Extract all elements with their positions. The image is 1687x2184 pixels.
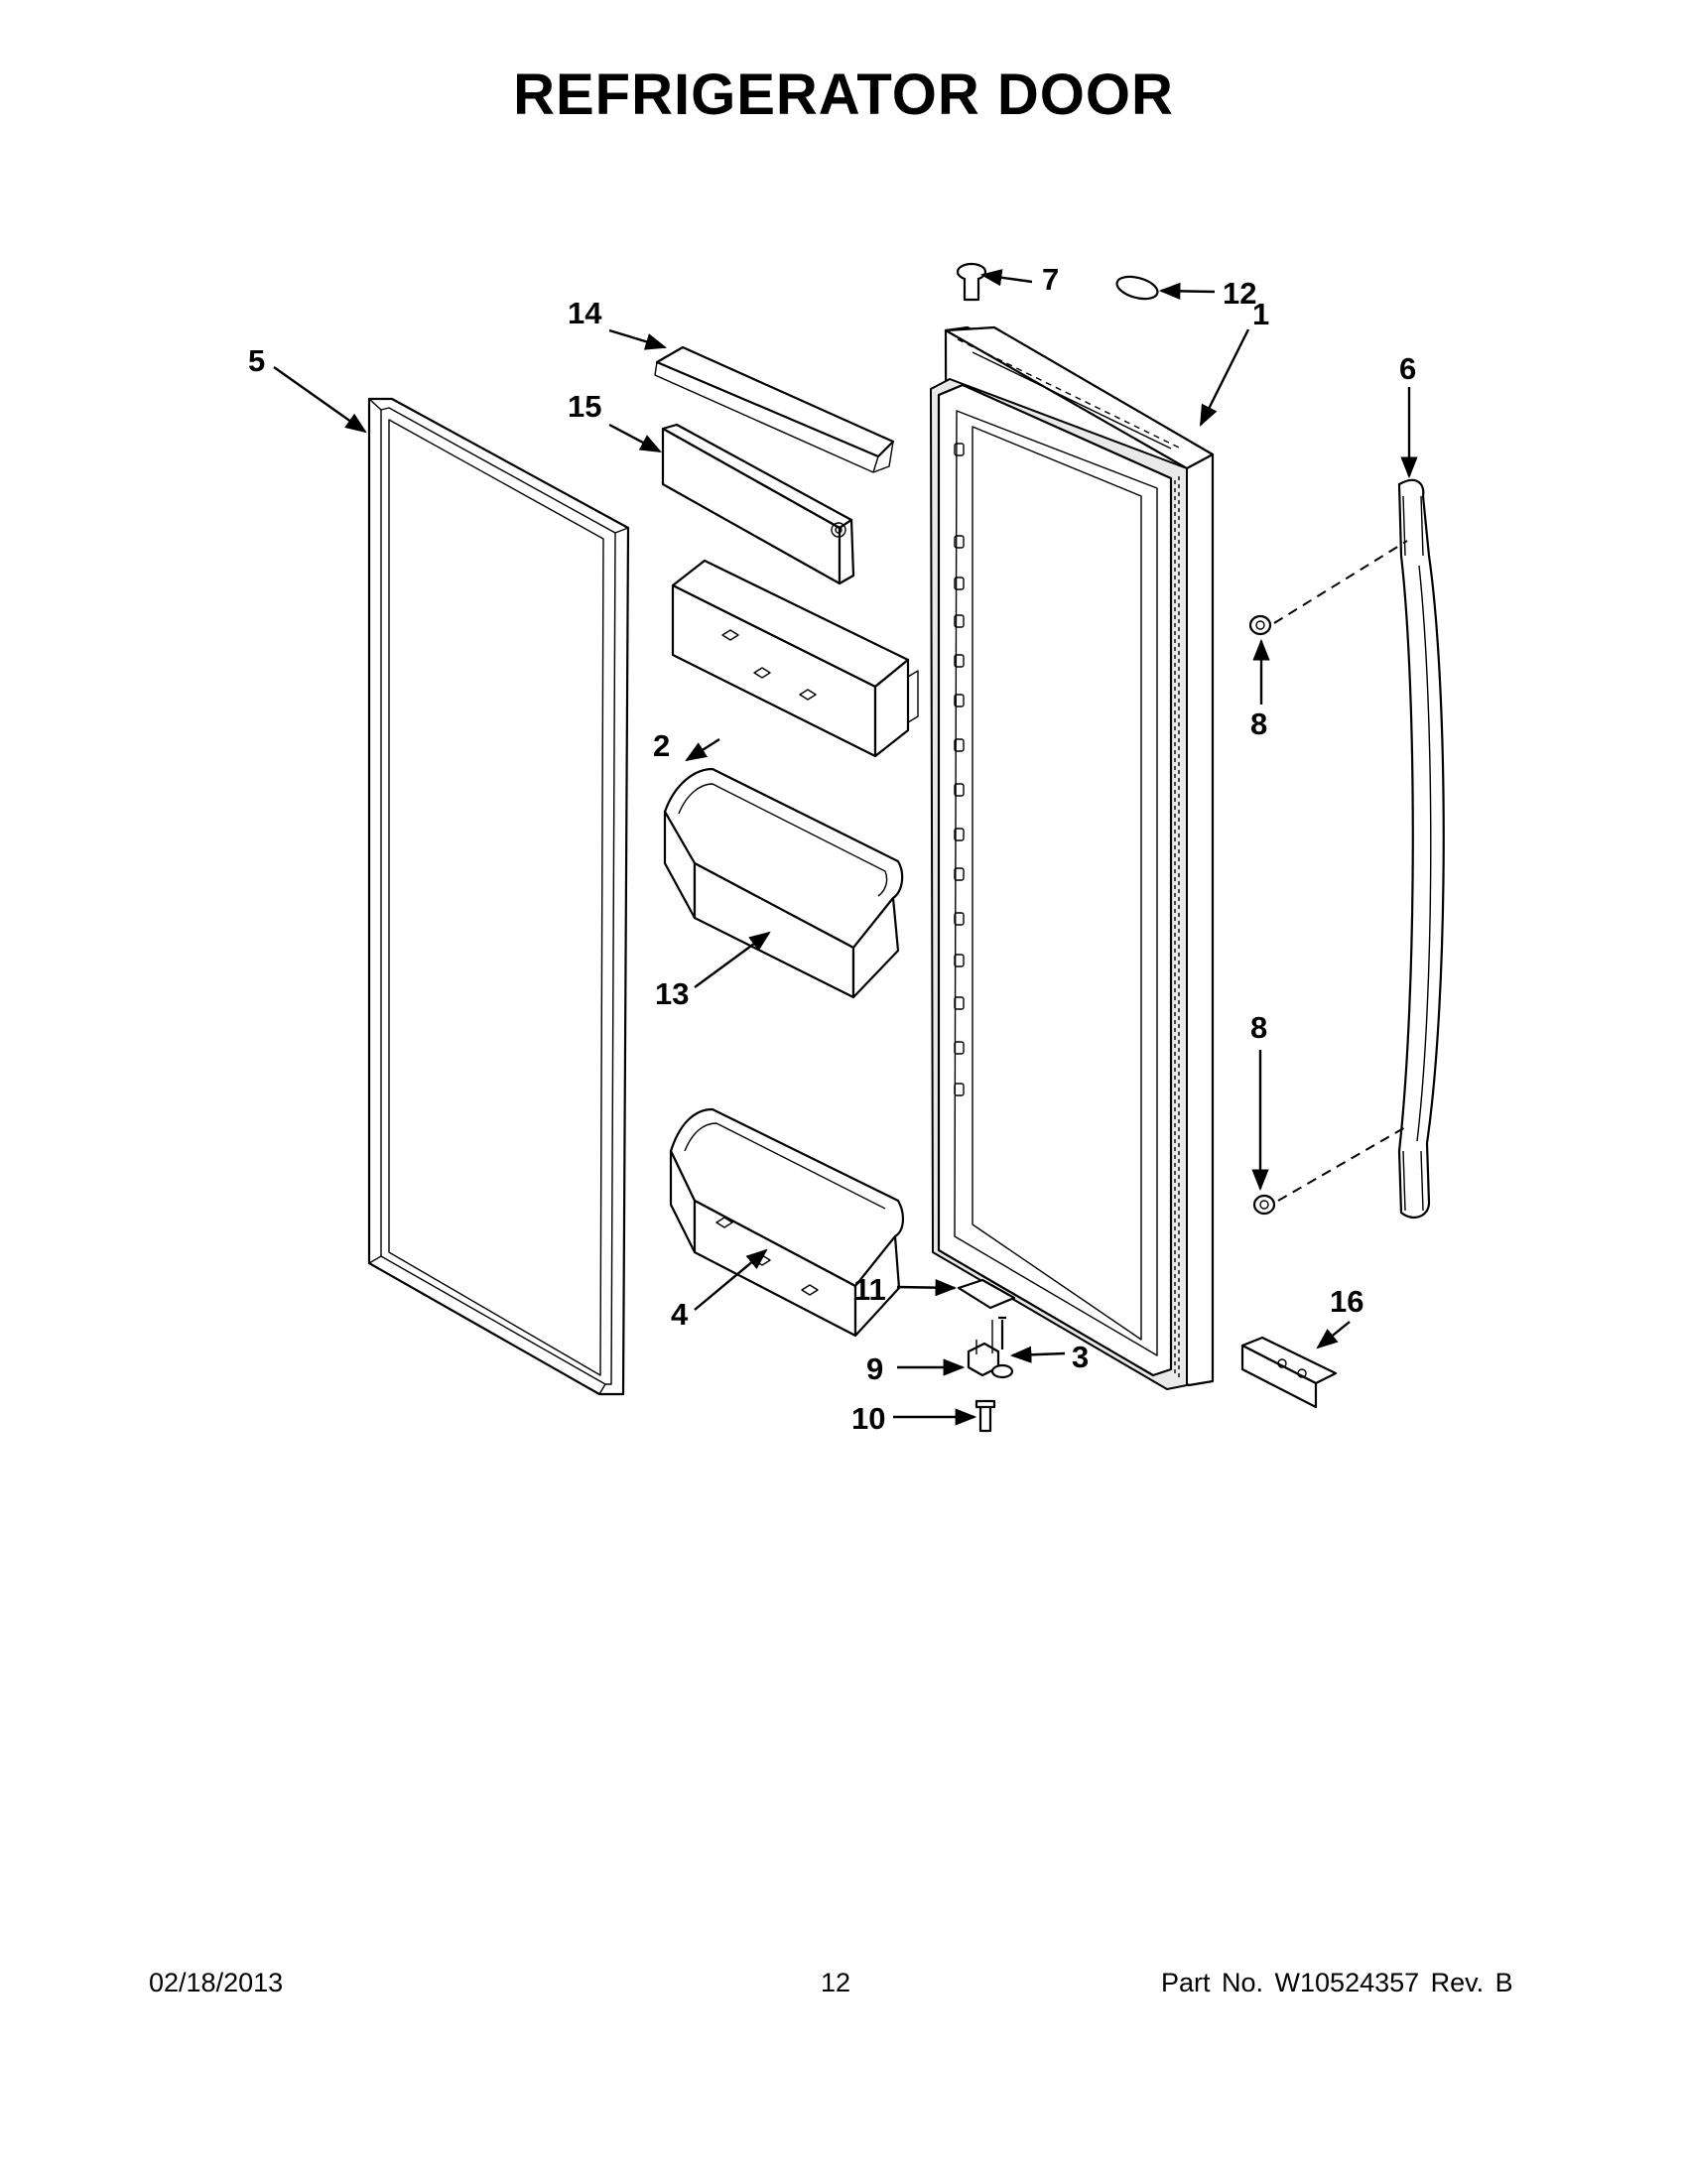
door-gasket	[367, 397, 630, 1396]
callout-8-lower: 8	[1250, 1010, 1267, 1045]
callout-1: 1	[1252, 297, 1269, 331]
callout-6: 6	[1399, 351, 1416, 386]
door-handle	[1397, 478, 1445, 1220]
callout-11: 11	[853, 1272, 886, 1307]
hinge-assembly	[957, 1278, 1016, 1433]
footer-part-number: Part No. W10524357 Rev. B	[1161, 1968, 1513, 1997]
hinge-cap	[1115, 275, 1159, 301]
callout-16: 16	[1330, 1284, 1363, 1319]
callout-5: 5	[248, 343, 265, 378]
callout-8-upper: 8	[1250, 707, 1267, 741]
door-plug	[956, 262, 987, 302]
callout-3: 3	[1072, 1340, 1089, 1374]
door-bin-upper	[663, 767, 904, 999]
footer-date: 02/18/2013	[149, 1968, 284, 1997]
hinge-bracket	[1240, 1336, 1338, 1409]
shelf-pegs	[954, 443, 965, 1096]
callout-7: 7	[1042, 262, 1059, 297]
callout-12: 12	[1223, 276, 1256, 311]
shelf-trim-cap	[654, 345, 895, 473]
callout-14: 14	[568, 296, 602, 330]
page-title: REFRIGERATOR DOOR	[513, 63, 1174, 127]
callout-4: 4	[671, 1297, 689, 1332]
refrigerator-door	[930, 325, 1215, 1390]
footer-page-number: 12	[821, 1968, 851, 1997]
callout-9: 9	[866, 1351, 883, 1386]
dairy-door	[661, 423, 855, 585]
callout-10: 10	[851, 1401, 885, 1436]
door-bin-lower	[669, 1107, 904, 1338]
callout-2: 2	[653, 728, 670, 763]
handle-grommet-upper	[1248, 614, 1272, 636]
callout-13: 13	[655, 976, 689, 1011]
dairy-bin	[671, 559, 919, 758]
handle-grommet-lower	[1252, 1194, 1276, 1216]
callout-15: 15	[568, 389, 601, 424]
